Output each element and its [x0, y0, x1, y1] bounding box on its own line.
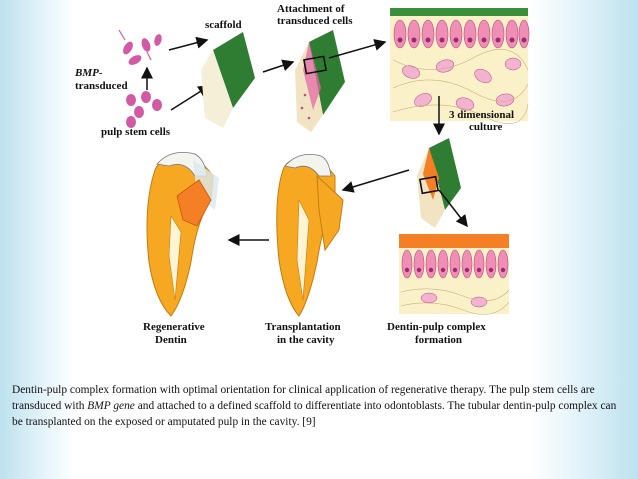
- tissue-closeup-top: [390, 8, 530, 124]
- label-bmp-1: BMP-: [74, 67, 103, 79]
- label-culture-2: culture: [469, 121, 503, 133]
- dentin-pulp-diagram: BMP- transduced pulp stem cells scaffold…: [73, 0, 531, 358]
- label-dentin-pulp-2: formation: [415, 334, 462, 346]
- tissue-closeup-bottom: [399, 234, 510, 315]
- cultured-scaffold: [417, 138, 461, 228]
- pulp-stem-cells: [126, 91, 162, 128]
- label-transplantation-1: Transplantation: [265, 321, 341, 333]
- label-dentin-pulp-1: Dentin-pulp complex: [387, 321, 486, 333]
- label-regenerative-1: Regenerative: [143, 321, 205, 333]
- label-bmp-2: transduced: [75, 80, 128, 92]
- label-pulp-stem-cells: pulp stem cells: [101, 126, 171, 138]
- attached-scaffold: [295, 30, 345, 132]
- caption-part-2: and attached to a defined scaffold to di…: [12, 400, 617, 428]
- background-left-gradient: [0, 0, 75, 479]
- scaffold-shape: [201, 32, 255, 128]
- arrow-scaffold-to-attachment: [262, 59, 295, 73]
- tooth-regenerative: [146, 151, 219, 317]
- label-scaffold: scaffold: [205, 19, 242, 31]
- label-attachment-1: Attachment of: [277, 3, 345, 15]
- tooth-transplantation: [276, 153, 344, 317]
- label-culture-1: 3 dimensional: [449, 109, 514, 121]
- label-regenerative-2: Dentin: [155, 334, 187, 346]
- bmp-transduced-cells: [118, 29, 162, 65]
- arrow-bmp-to-scaffold: [168, 36, 209, 51]
- caption-gene: BMP gene: [87, 400, 135, 412]
- caption-part-1: Dentin-pulp complex formation with optim…: [12, 384, 595, 412]
- arrow-zoom-attachment: [328, 39, 387, 59]
- background-right-gradient: [530, 0, 638, 479]
- label-transplantation-2: in the cavity: [277, 334, 335, 346]
- arrow-zoom-culture: [438, 189, 468, 228]
- label-attachment-2: transduced cells: [277, 15, 353, 27]
- arrow-to-transplantation: [341, 169, 410, 193]
- figure-caption: Dentin-pulp complex formation with optim…: [12, 382, 626, 430]
